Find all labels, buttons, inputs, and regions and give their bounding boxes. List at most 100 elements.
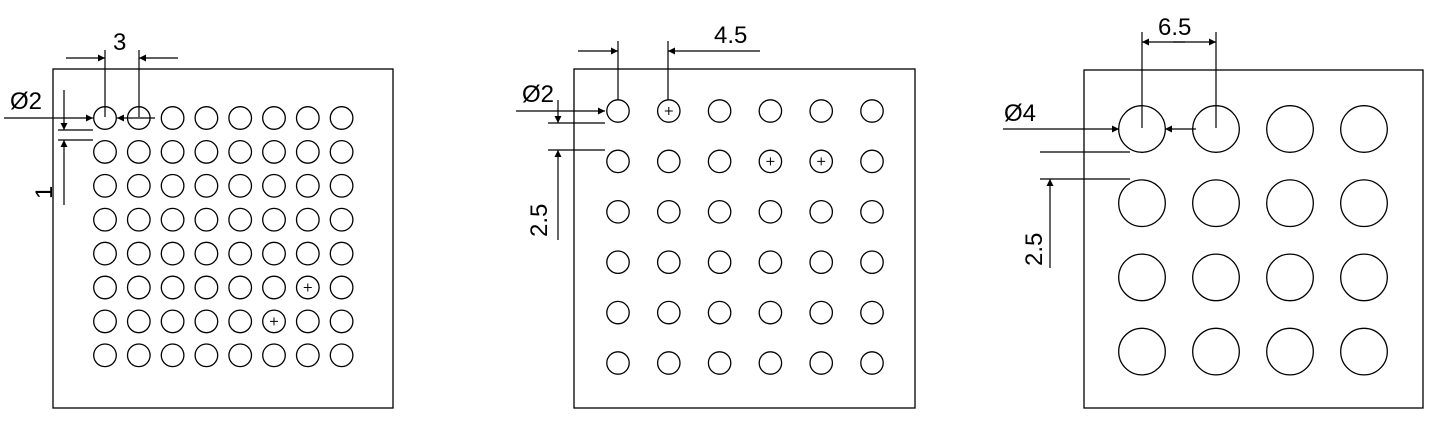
pitch-dimension (66, 50, 178, 117)
hole (1192, 253, 1240, 302)
hole (606, 149, 630, 174)
hole (194, 309, 219, 334)
hole (194, 241, 219, 266)
hole (126, 343, 151, 368)
gap-label: 2.5 (526, 204, 553, 237)
plate-outline (573, 68, 916, 409)
hole (93, 173, 117, 198)
hole (262, 106, 286, 130)
hole (93, 275, 117, 300)
hole (606, 99, 630, 123)
hole (758, 250, 783, 275)
hole (295, 139, 320, 164)
hole (160, 207, 185, 232)
hole (860, 199, 884, 224)
hole (194, 139, 219, 164)
pitch-dimension (1141, 32, 1217, 128)
hole (194, 275, 219, 300)
hole (707, 300, 732, 325)
center-mark (766, 157, 775, 166)
hole (1266, 105, 1314, 153)
pitch-label: 6.5 (1158, 14, 1191, 41)
hole (656, 250, 681, 275)
hole (707, 199, 732, 224)
hole (758, 99, 783, 123)
hole-grid (1118, 105, 1388, 376)
gap-dimension (1040, 151, 1130, 268)
hole (329, 106, 354, 130)
hole (194, 173, 219, 198)
hole (758, 149, 783, 174)
hole (606, 199, 630, 224)
hole (860, 351, 884, 375)
pitch-label: 3 (113, 29, 126, 56)
diameter-label: Ø2 (522, 81, 554, 108)
hole (860, 149, 884, 174)
hole (758, 300, 783, 325)
hole (262, 309, 286, 334)
hole (1266, 179, 1314, 228)
hole (758, 351, 783, 375)
hole (606, 351, 630, 375)
hole (228, 173, 253, 198)
center-mark (270, 317, 278, 326)
hole (126, 173, 151, 198)
hole-grid (93, 106, 354, 368)
hole (1192, 179, 1240, 228)
hole (295, 241, 320, 266)
hole (656, 99, 681, 123)
hole (93, 207, 117, 232)
center-mark (817, 157, 826, 166)
gap-dimension (548, 100, 605, 240)
hole (228, 309, 253, 334)
hole (758, 199, 783, 224)
hole (262, 343, 286, 368)
hole (228, 343, 253, 368)
hole (228, 241, 253, 266)
hole (295, 343, 320, 368)
gap-label: 1 (31, 186, 58, 199)
plate-outline (1083, 69, 1424, 409)
hole (329, 241, 354, 266)
hole (1118, 253, 1166, 302)
hole (160, 139, 185, 164)
hole (194, 106, 219, 130)
panel-3: 6.5 Ø4 2.5 (1003, 14, 1424, 409)
hole (1266, 327, 1314, 376)
hole (295, 275, 320, 300)
hole (809, 250, 834, 275)
gap-label: 2.5 (1021, 233, 1048, 266)
gap-dimension (58, 90, 93, 205)
hole (126, 309, 151, 334)
panel-2: 4.5 Ø2 2.5 (516, 22, 916, 409)
hole (160, 106, 185, 130)
hole (656, 199, 681, 224)
hole (262, 241, 286, 266)
hole (93, 241, 117, 266)
hole (707, 149, 732, 174)
hole (160, 309, 185, 334)
hole (228, 275, 253, 300)
hole (606, 300, 630, 325)
hole (262, 173, 286, 198)
hole (656, 149, 681, 174)
pitch-label: 4.5 (714, 22, 747, 49)
hole (1340, 327, 1388, 376)
hole (295, 106, 320, 130)
hole (228, 139, 253, 164)
hole (262, 139, 286, 164)
hole (1118, 327, 1166, 376)
hole (93, 139, 117, 164)
hole (228, 106, 253, 130)
hole (262, 275, 286, 300)
hole (329, 309, 354, 334)
hole (860, 99, 884, 123)
hole (126, 241, 151, 266)
hole (809, 149, 834, 174)
panel-1: 3 Ø2 1 (4, 29, 394, 409)
hole (295, 309, 320, 334)
hole (160, 241, 185, 266)
hole (329, 275, 354, 300)
plate-outline (52, 68, 394, 409)
hole (262, 207, 286, 232)
